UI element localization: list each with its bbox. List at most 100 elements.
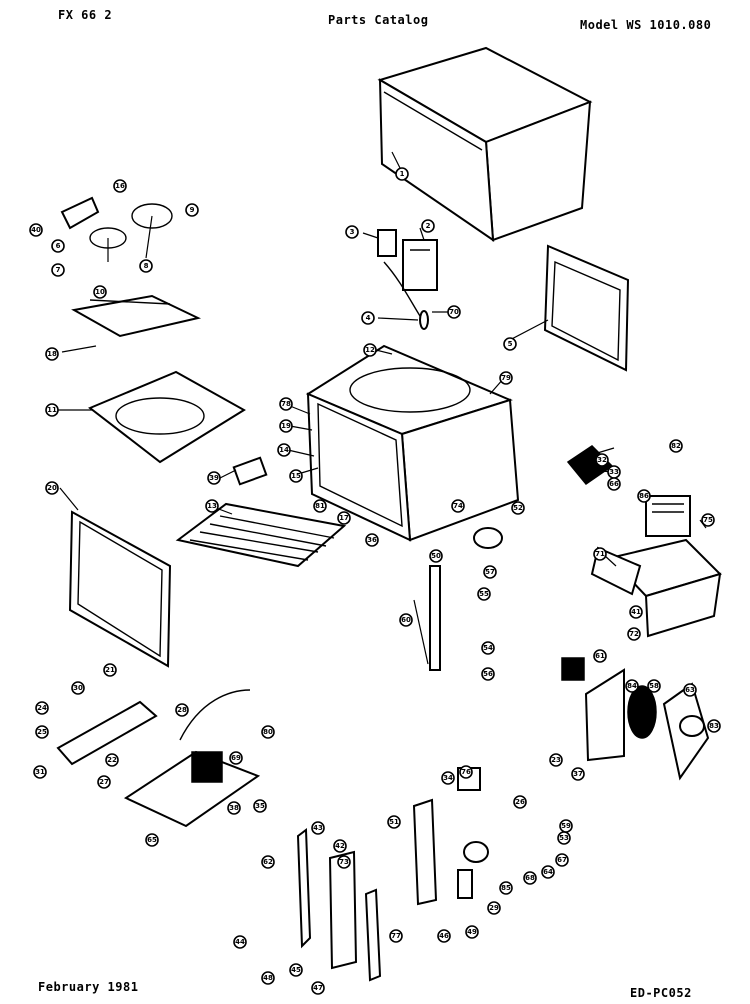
svg-text:24: 24 <box>37 704 47 712</box>
svg-text:58: 58 <box>649 682 659 690</box>
svg-text:3: 3 <box>350 228 355 236</box>
callout-19: 19 <box>279 419 293 433</box>
svg-text:8: 8 <box>144 262 149 270</box>
svg-text:53: 53 <box>559 834 569 842</box>
svg-text:11: 11 <box>47 406 57 414</box>
svg-text:59: 59 <box>561 822 571 830</box>
svg-text:79: 79 <box>501 374 511 382</box>
svg-text:25: 25 <box>37 728 47 736</box>
callout-39: 39 <box>207 471 221 485</box>
svg-text:81: 81 <box>315 502 325 510</box>
leader-lines <box>58 151 707 567</box>
callout-54: 54 <box>481 641 495 655</box>
callout-40: 40 <box>29 223 43 237</box>
callout-32: 32 <box>595 453 609 467</box>
svg-text:36: 36 <box>367 536 377 544</box>
callout-85: 85 <box>499 881 513 895</box>
header-right: Model WS 1010.080 <box>580 18 712 32</box>
callout-7: 7 <box>51 263 65 277</box>
svg-text:55: 55 <box>479 590 489 598</box>
callout-53: 53 <box>557 831 571 845</box>
callout-49: 49 <box>465 925 479 939</box>
svg-text:19: 19 <box>281 422 291 430</box>
svg-text:37: 37 <box>573 770 583 778</box>
top-plate <box>88 370 246 464</box>
svg-text:72: 72 <box>629 630 639 638</box>
svg-text:83: 83 <box>709 722 719 730</box>
magnetron <box>645 495 691 537</box>
svg-text:51: 51 <box>389 818 399 826</box>
callout-15: 15 <box>289 469 303 483</box>
svg-text:43: 43 <box>313 824 323 832</box>
svg-text:61: 61 <box>595 652 605 660</box>
oven-cavity <box>305 344 520 542</box>
svg-text:39: 39 <box>209 474 219 482</box>
svg-text:80: 80 <box>263 728 273 736</box>
callout-56: 56 <box>481 667 495 681</box>
svg-text:40: 40 <box>31 226 41 234</box>
callout-23: 23 <box>549 753 563 767</box>
callout-31: 31 <box>33 765 47 779</box>
svg-text:46: 46 <box>439 932 449 940</box>
svg-text:70: 70 <box>449 308 459 316</box>
footer-date: February 1981 <box>38 980 139 994</box>
callout-41: 41 <box>629 605 643 619</box>
capacitor <box>561 657 585 681</box>
svg-text:22: 22 <box>107 756 117 764</box>
callout-71: 71 <box>593 547 607 561</box>
svg-text:62: 62 <box>263 858 273 866</box>
callout-6: 6 <box>51 239 65 253</box>
svg-text:57: 57 <box>485 568 495 576</box>
svg-text:26: 26 <box>515 798 525 806</box>
svg-text:82: 82 <box>671 442 681 450</box>
callout-47: 47 <box>311 981 325 995</box>
svg-text:78: 78 <box>281 400 291 408</box>
hv-components <box>377 229 438 330</box>
callout-12: 12 <box>363 343 377 357</box>
rear-panel <box>543 244 630 372</box>
svg-text:44: 44 <box>235 938 245 946</box>
callout-77: 77 <box>389 929 403 943</box>
svg-text:18: 18 <box>47 350 57 358</box>
callout-16: 16 <box>113 179 127 193</box>
callout-3: 3 <box>345 225 359 239</box>
svg-text:20: 20 <box>47 484 57 492</box>
callout-26: 26 <box>513 795 527 809</box>
svg-text:42: 42 <box>335 842 345 850</box>
svg-text:17: 17 <box>339 514 349 522</box>
footer-code: ED-PC052 <box>630 986 692 1000</box>
callout-10: 10 <box>93 285 107 299</box>
header-center: Parts Catalog <box>328 13 429 27</box>
callout-34: 34 <box>441 771 455 785</box>
svg-text:75: 75 <box>703 516 713 524</box>
svg-text:1: 1 <box>400 170 405 178</box>
blower-assembly <box>584 668 710 781</box>
svg-text:64: 64 <box>543 868 553 876</box>
svg-text:2: 2 <box>426 222 431 230</box>
callout-8: 8 <box>139 259 153 273</box>
svg-text:77: 77 <box>391 932 401 940</box>
svg-text:29: 29 <box>489 904 499 912</box>
callout-14: 14 <box>277 443 291 457</box>
callout-44: 44 <box>233 935 247 949</box>
svg-text:34: 34 <box>443 774 453 782</box>
callout-42: 42 <box>333 839 347 853</box>
svg-text:76: 76 <box>461 768 471 776</box>
callout-27: 27 <box>97 775 111 789</box>
callout-59: 59 <box>559 819 573 833</box>
callout-33: 33 <box>607 465 621 479</box>
callout-67: 67 <box>555 853 569 867</box>
callout-28: 28 <box>175 703 189 717</box>
callout-52: 52 <box>511 501 525 515</box>
oven-rack <box>175 502 347 568</box>
callout-11: 11 <box>45 403 59 417</box>
svg-text:15: 15 <box>291 472 301 480</box>
callout-17: 17 <box>337 511 351 525</box>
callout-45: 45 <box>289 963 303 977</box>
svg-text:35: 35 <box>255 802 265 810</box>
svg-text:74: 74 <box>453 502 463 510</box>
control-board <box>123 689 261 828</box>
callout-84: 84 <box>625 679 639 693</box>
svg-text:31: 31 <box>35 768 45 776</box>
outer-cabinet <box>377 46 593 242</box>
